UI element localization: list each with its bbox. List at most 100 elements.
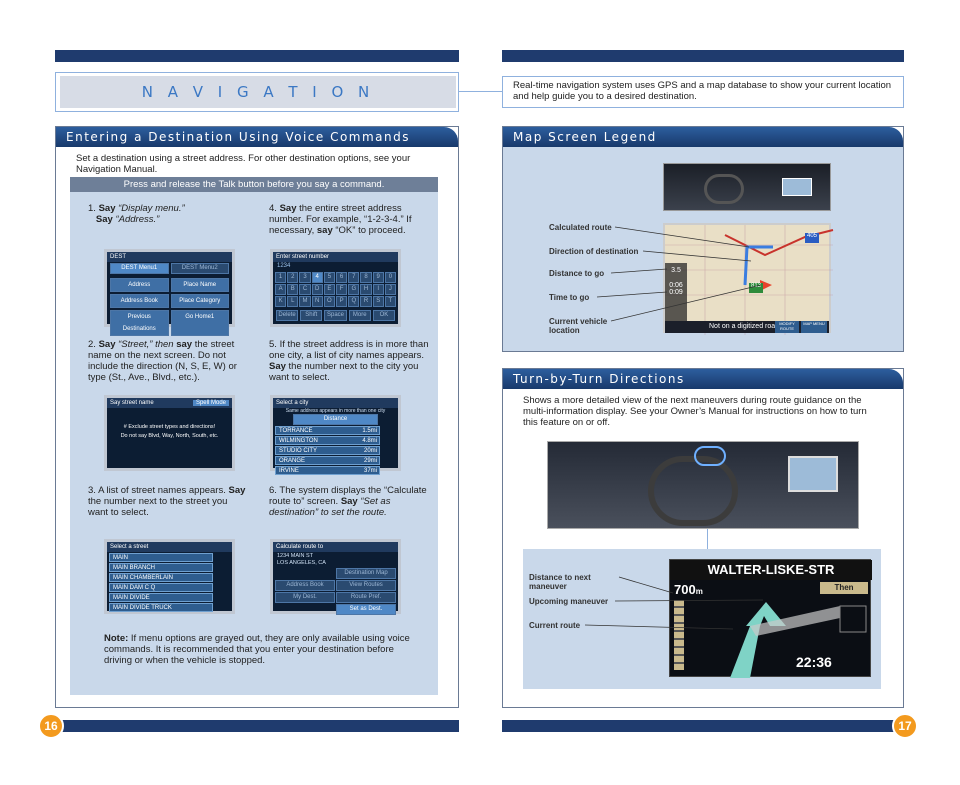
street-row[interactable]: MAIN DAM C Q [109,583,213,592]
keypad-key[interactable]: 3 [299,272,311,283]
keypad-key[interactable]: Q [348,296,360,307]
turn-figure-area: WALTER-LISKE-STR 700m Then 22:36 Distanc… [523,549,881,689]
nav-screen-icon [782,178,812,196]
voice-panel: Entering a Destination Using Voice Comma… [55,126,459,708]
keypad-key[interactable]: M [299,296,311,307]
keypad-key[interactable]: D [311,284,323,295]
mid-street-name: WALTER-LISKE-STR [670,560,872,580]
legend-time: Time to go [549,293,590,302]
keypad-key[interactable]: H [360,284,372,295]
keypad-key[interactable]: A [275,284,287,295]
connector-line [459,91,502,92]
mid-clock: 22:36 [796,654,832,670]
map-legend-area: 3.5 0:06 0:09 813 405 Not on a digitized… [503,147,903,351]
step-2: 2. Say “Street,” then say the street nam… [88,339,237,383]
map-legend-panel: Map Screen Legend 3.5 0:06 0:09 8 [502,126,904,352]
keypad-key[interactable]: 6 [335,272,348,283]
maneuver-arrow [730,602,867,678]
keypad-key[interactable]: 1 [275,272,287,283]
page-number-left: 16 [38,713,64,739]
keypad-key[interactable]: C [299,284,311,295]
talk-banner: Press and release the Talk button before… [70,177,438,192]
street-row[interactable]: MAIN CHAMBERLAIN [109,573,213,582]
keypad-key[interactable]: 5 [323,272,335,283]
label-current-route: Current route [529,621,581,630]
legend-distance: Distance to go [549,269,605,278]
keypad-key[interactable]: 4 [311,272,323,283]
step-3: 3. A list of street names appears. Say t… [88,485,246,518]
highlight-circle [694,446,726,466]
mid-then-badge: Then [820,582,868,594]
keypad-key[interactable]: 0 [384,272,396,283]
legend-calculated-route: Calculated route [549,223,612,232]
top-bar-left [55,50,459,62]
bottom-bar-right [502,720,904,732]
voice-panel-title: Entering a Destination Using Voice Comma… [56,127,458,147]
keypad-key[interactable]: N [311,296,323,307]
keypad-key[interactable]: G [348,284,360,295]
map-menu-button[interactable]: MAP MENU [801,321,827,333]
nav-title-frame [55,72,459,112]
page-number-right: 17 [892,713,918,739]
keypad-key[interactable]: E [323,284,335,295]
callout-line [707,529,708,549]
street-row[interactable]: MAIN DIVIDE TRUCK [109,603,213,612]
keypad-key[interactable]: O [323,296,335,307]
voice-note: Note: If menu options are grayed out, th… [104,633,410,666]
step-1: 1. Say “Display menu.” Say “Address.” [88,203,185,225]
turn-leader-lines [584,576,764,630]
keypad-key[interactable]: 7 [348,272,360,283]
route-shield: 405 [805,233,819,243]
step-4: 4. Say the entire street address number.… [269,203,412,236]
keypad-key[interactable]: S [372,296,384,307]
voice-content-area: Press and release the Talk button before… [70,177,438,695]
calculate-route-screen: Calculate route to 1234 MAIN ST LOS ANGE… [270,539,401,615]
keypad-key[interactable]: 2 [287,272,299,283]
voice-intro: Set a destination using a street address… [76,153,411,175]
keypad-key[interactable]: T [384,296,396,307]
top-bar-right [502,50,904,62]
dashboard-photo [663,163,831,211]
bottom-bar-left [55,720,459,732]
keypad-key[interactable]: I [372,284,384,295]
legend-leader-lines [596,226,762,322]
keypad-key[interactable]: P [335,296,348,307]
mid-display: WALTER-LISKE-STR 700m Then 22:36 [669,559,872,678]
step-6: 6. The system displays the “Calculate ro… [269,485,427,518]
keypad-key[interactable]: R [360,296,372,307]
turn-intro: Shows a more detailed view of the next m… [523,395,867,428]
keypad-key[interactable]: L [287,296,299,307]
steering-wheel-icon-2 [648,456,738,526]
select-city-screen: Select a city Same address appears in mo… [270,395,401,475]
keypad-key[interactable]: B [287,284,299,295]
keypad-key[interactable]: K [275,296,287,307]
keypad-key[interactable]: 9 [372,272,384,283]
legend-direction: Direction of destination [549,247,639,256]
keypad-key[interactable]: 8 [360,272,372,283]
keypad-key[interactable]: J [384,284,396,295]
street-row[interactable]: MAIN [109,553,213,562]
legend-vehicle-location: Current vehicle location [549,317,608,335]
label-distance-next: Distance to next maneuver [529,573,591,591]
section-title: N A V I G A T I O N [60,76,456,108]
street-row[interactable]: MAIN DIVIDE [109,593,213,602]
map-legend-title: Map Screen Legend [503,127,903,147]
keypad-key[interactable]: F [335,284,348,295]
mid-distance: 700m [674,582,703,597]
modify-route-button[interactable]: MODIFY ROUTE [775,321,799,333]
label-upcoming-maneuver: Upcoming maneuver [529,597,609,606]
steering-wheel-icon [704,174,744,204]
intro-text: Real-time navigation system uses GPS and… [502,76,904,108]
dashboard-photo-2 [547,441,859,529]
step-5: 5. If the street address is in more than… [269,339,429,383]
distance-bar [674,600,684,670]
street-row[interactable]: MAIN BRANCH [109,563,213,572]
street-name-screen: Say street name Spell Mode # Exclude str… [104,395,235,471]
